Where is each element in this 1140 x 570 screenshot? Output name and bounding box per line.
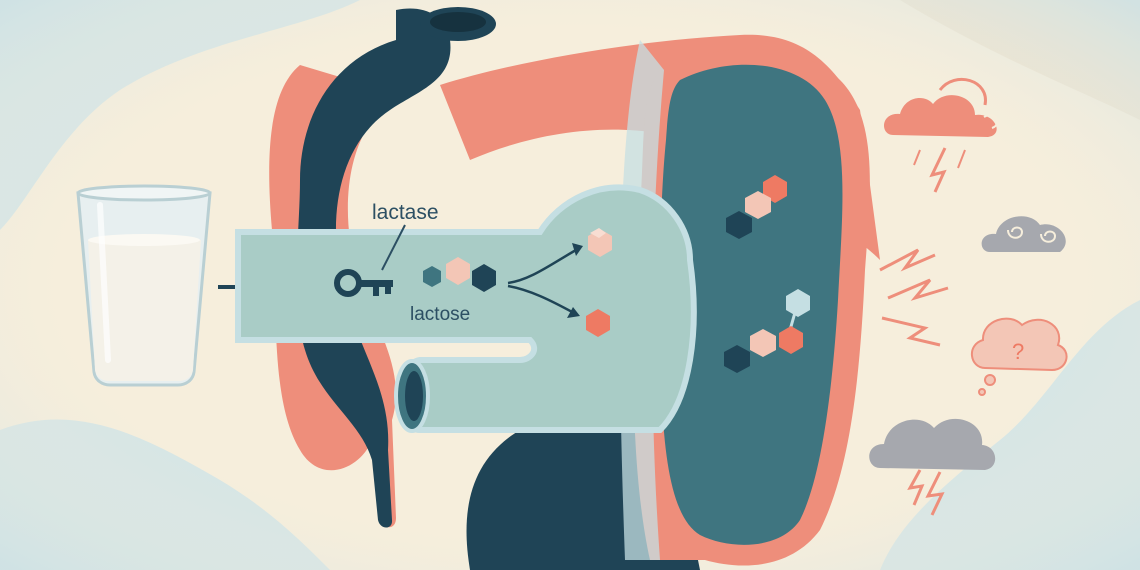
key-icon (334, 269, 393, 297)
sugar-fragments (586, 228, 612, 337)
lactose-molecule: lactose (410, 257, 496, 325)
lactase-key-group: lactase (334, 201, 439, 297)
lactose-label: lactose (410, 304, 470, 325)
lightning-bolt-icon (879, 248, 949, 347)
question-thought-cloud-icon: ? (971, 317, 1068, 396)
glass-of-milk-icon (76, 184, 212, 387)
symptom-icons: ? (869, 77, 1068, 516)
lactase-label: lactase (372, 201, 439, 224)
storm-cloud-icon (869, 418, 996, 516)
colon-molecules (724, 175, 810, 373)
spiral-cloud-icon (981, 216, 1066, 252)
split-arrows (507, 243, 583, 318)
svg-text:?: ? (1012, 339, 1024, 364)
storm-cloud-icon (883, 77, 999, 193)
